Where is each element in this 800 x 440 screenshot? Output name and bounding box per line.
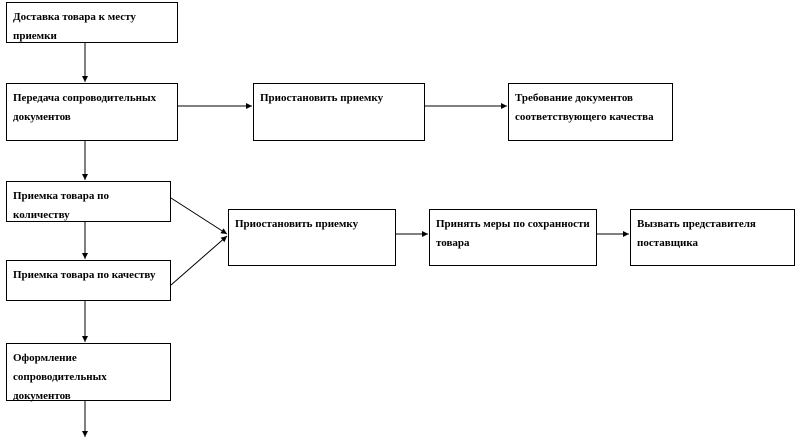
- node-accept-quantity: Приемка товара по количеству: [6, 181, 171, 222]
- node-delivery: Доставка товара к месту приемки: [6, 2, 178, 43]
- node-prepare-docs: Оформление сопроводительных документов: [6, 343, 171, 402]
- node-accept-quality: Приемка товара по качеству: [6, 260, 171, 301]
- node-call-supplier: Вызвать представителя поставщика: [630, 209, 795, 266]
- node-transfer-docs: Передача сопроводительных документов: [6, 83, 178, 141]
- edge-b6-b7: [170, 235, 228, 286]
- edge-b5-b7: [170, 197, 228, 235]
- node-suspend-2: Приостановить приемку: [228, 209, 396, 266]
- node-suspend-1: Приостановить приемку: [253, 83, 425, 141]
- node-preserve-goods: Принять меры по сохранности товара: [429, 209, 597, 266]
- node-require-docs: Требование документов соответствующего к…: [508, 83, 673, 141]
